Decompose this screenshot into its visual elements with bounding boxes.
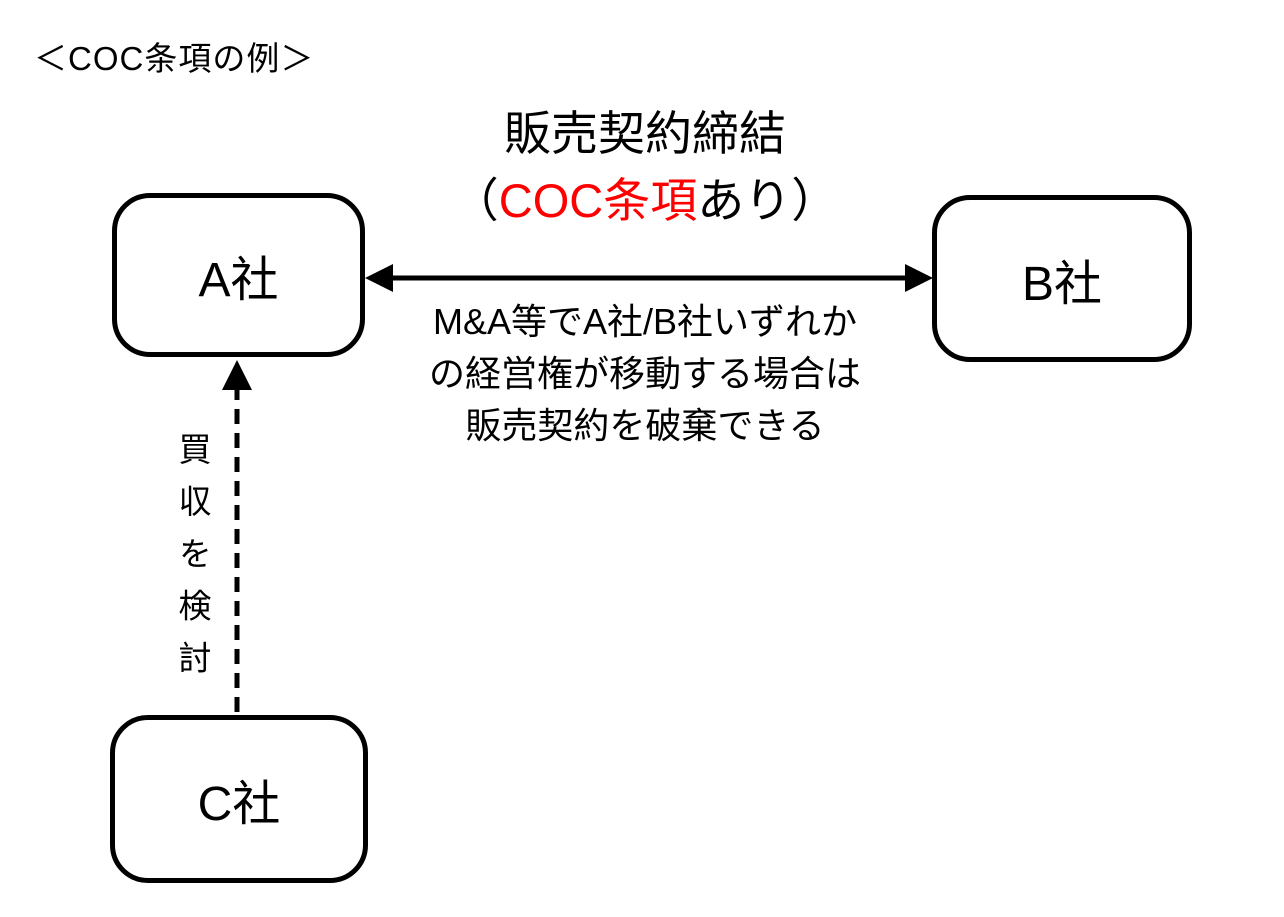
contract-label-close-part: あり） xyxy=(697,174,839,227)
contract-label-open-paren: （ xyxy=(451,174,499,227)
company-c-box: C社 xyxy=(110,715,368,883)
arrowhead-up xyxy=(222,360,252,390)
arrowhead-right xyxy=(905,264,933,292)
contract-label: 販売契約締結 （COC条項あり） xyxy=(345,100,945,234)
arrowhead-left xyxy=(365,264,393,292)
diagram-title: ＜COC条項の例＞ xyxy=(34,40,315,77)
company-a-label: A社 xyxy=(198,254,279,307)
coc-clause-highlight-text: COC条項 xyxy=(498,174,698,227)
contract-note-line2: の経営権が移動する場合は xyxy=(428,353,861,394)
company-b-label: B社 xyxy=(1021,257,1103,311)
company-c-label: C社 xyxy=(197,778,281,831)
contract-note-line1: M&A等でA社/B社いずれか xyxy=(432,301,858,342)
acquisition-consideration-label: 買収を検討 xyxy=(174,432,211,693)
contract-note: M&A等でA社/B社いずれか の経営権が移動する場合は 販売契約を破棄できる xyxy=(345,296,945,452)
company-b-box: B社 xyxy=(932,195,1192,362)
contract-label-line1: 販売契約締結 xyxy=(504,107,786,160)
acquisition-dashed-arrow xyxy=(222,360,252,712)
contract-double-arrow xyxy=(365,264,933,292)
company-a-box: A社 xyxy=(112,193,365,357)
contract-note-line3: 販売契約を破棄できる xyxy=(465,405,825,446)
contract-label-line2: （COC条項あり） xyxy=(345,167,945,234)
